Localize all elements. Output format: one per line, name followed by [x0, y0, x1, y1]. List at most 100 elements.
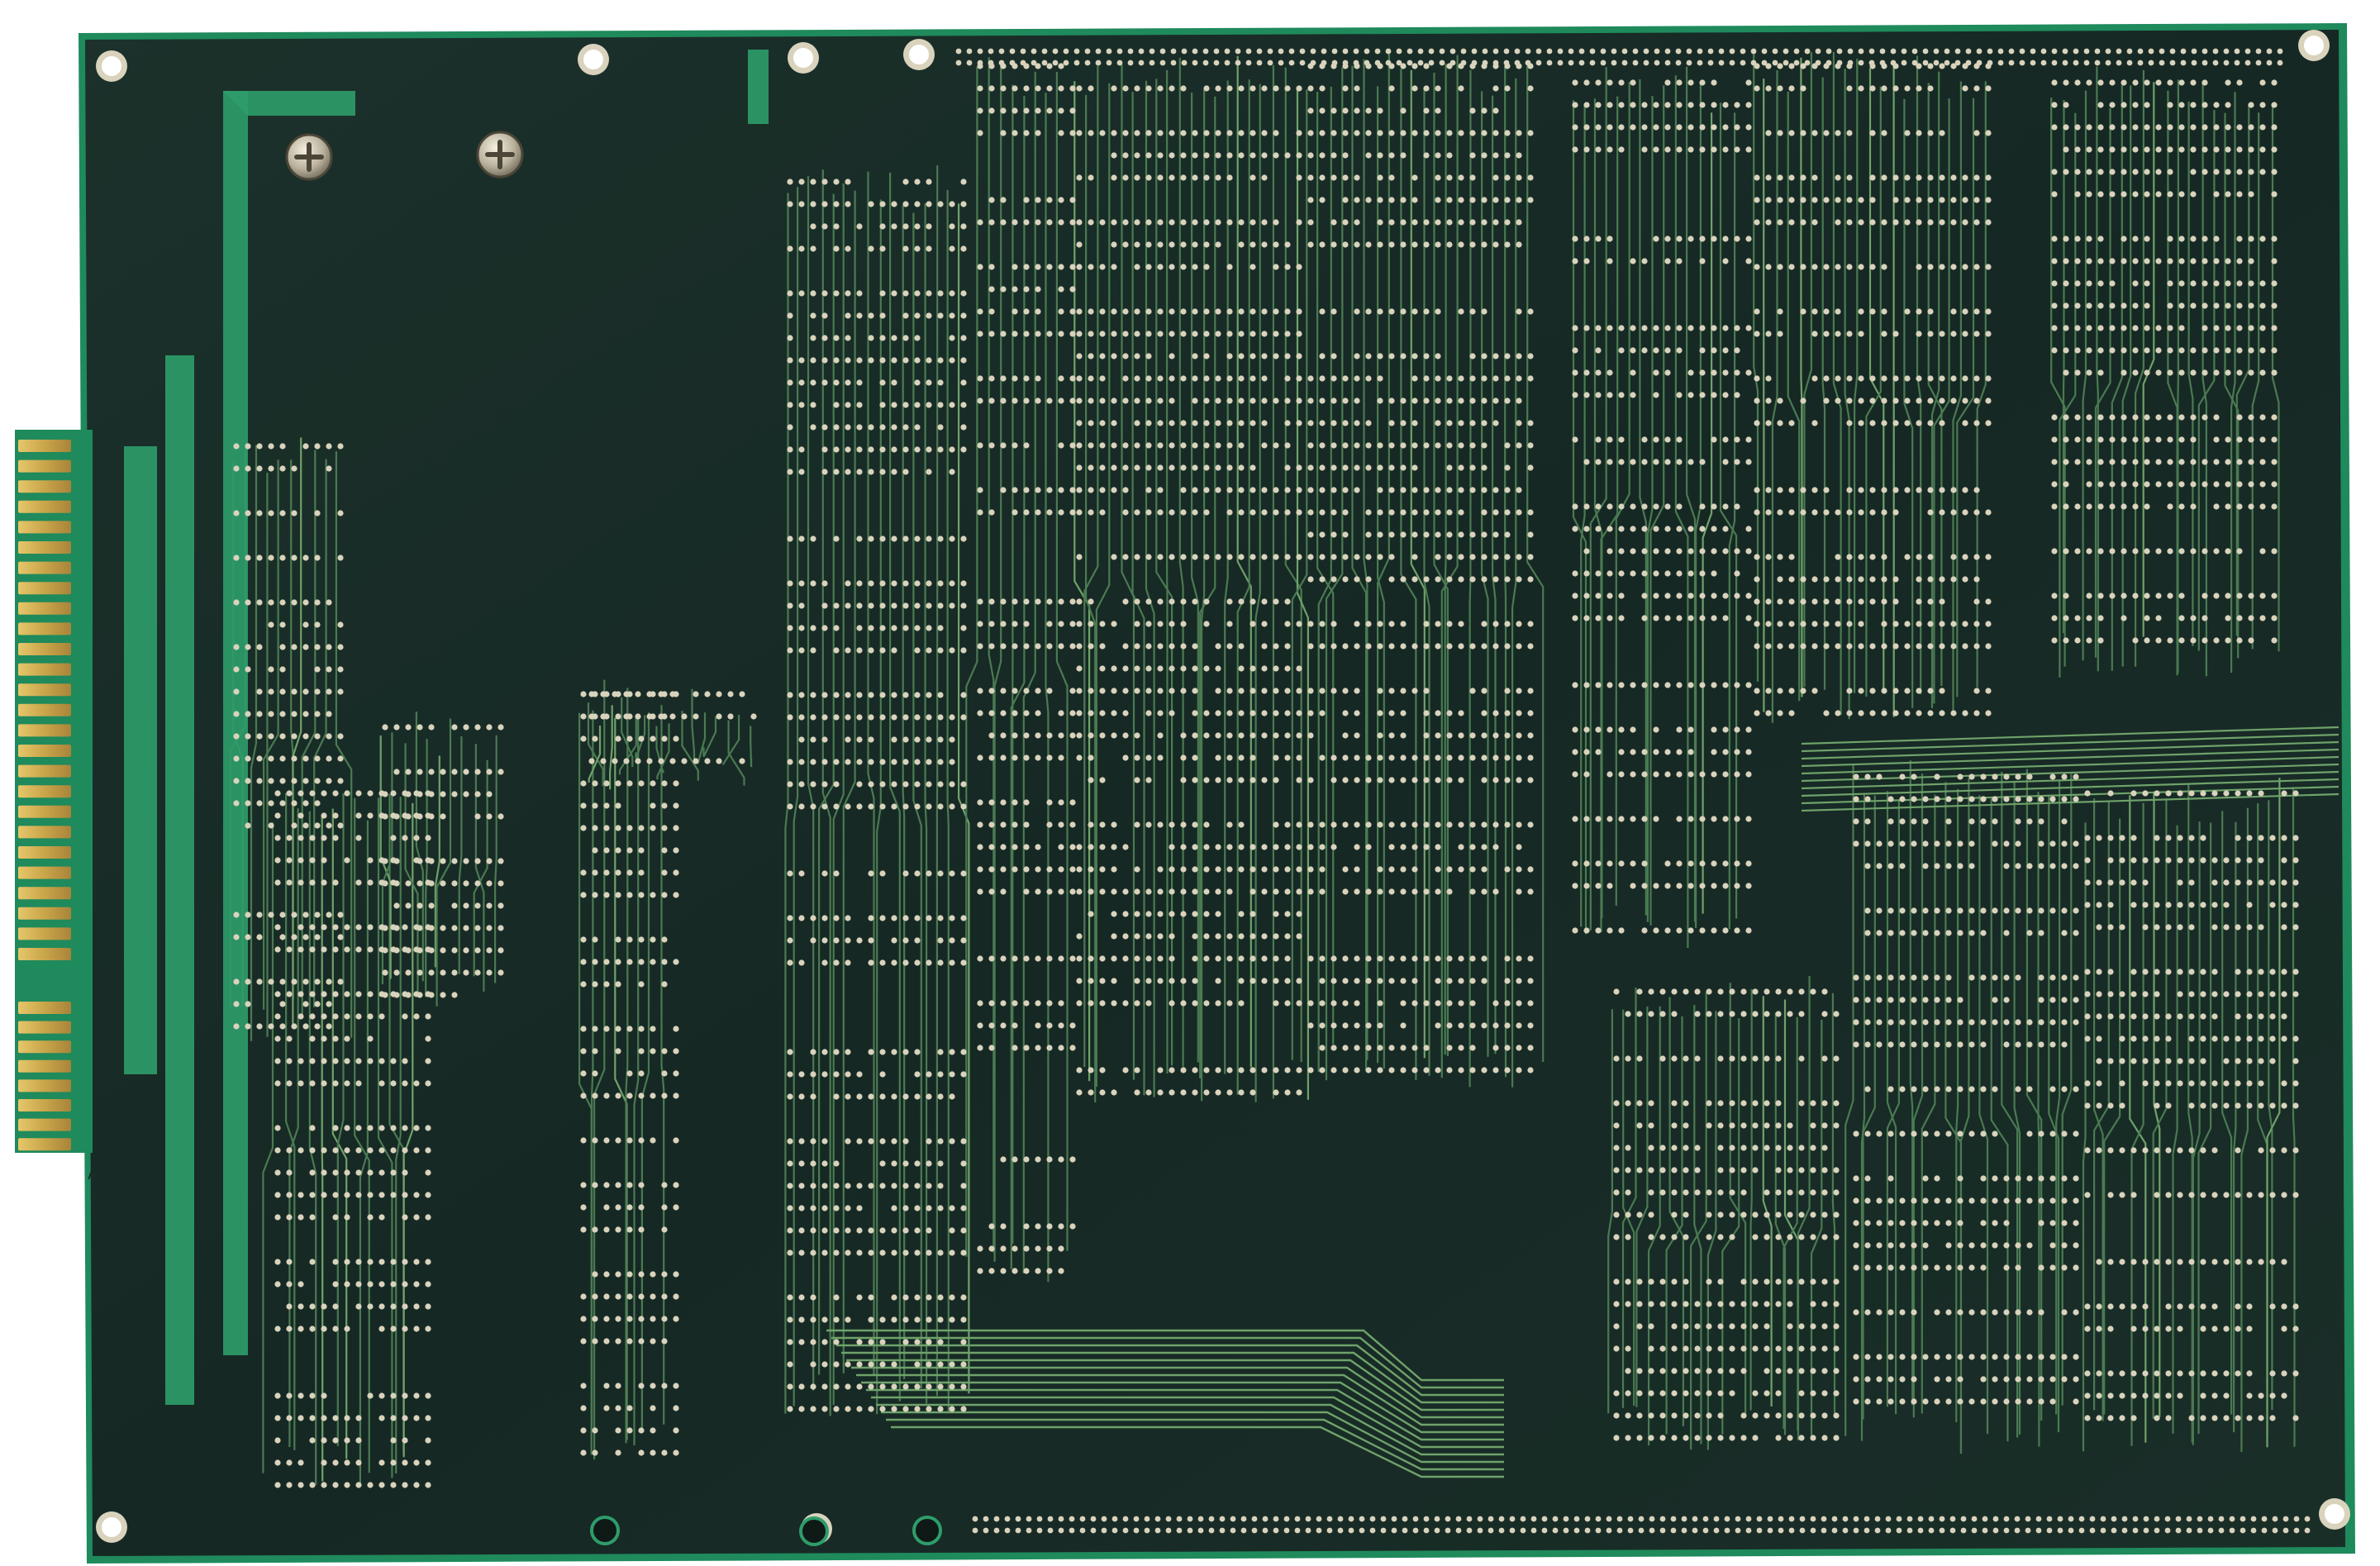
trace: [1045, 93, 1050, 1283]
solder-pad: [1157, 821, 1164, 828]
solder-pad: [673, 735, 679, 742]
solder-pad: [1423, 754, 1430, 761]
solder-pad: [1192, 308, 1198, 315]
solder-pad: [914, 870, 921, 877]
solder-pad: [1354, 643, 1360, 650]
solder-pad: [1516, 353, 1522, 359]
solder-pad: [2236, 124, 2243, 131]
solder-pad: [1492, 241, 1499, 248]
solder-pad: [1699, 258, 1706, 264]
trace: [1706, 1011, 1717, 1450]
solder-pad: [1630, 347, 1636, 354]
solder-pad: [298, 1214, 304, 1221]
solder-pad: [2063, 503, 2069, 510]
solder-pad: [1169, 331, 1175, 337]
solder-pad: [1296, 375, 1302, 382]
solder-pad: [1069, 85, 1076, 92]
solder-pad: [2097, 414, 2104, 421]
solder-pad: [1618, 771, 1625, 778]
solder-pad: [810, 736, 816, 743]
solder-pad: [1330, 643, 1337, 650]
solder-pad: [1088, 174, 1094, 181]
solder-pad: [1261, 732, 1268, 739]
solder-pad: [603, 1316, 610, 1322]
solder-pad: [914, 714, 921, 721]
solder-pad: [298, 1392, 304, 1399]
solder-pad: [1864, 818, 1871, 825]
solder-pad: [1625, 1368, 1631, 1374]
solder-pad: [1134, 665, 1140, 672]
solder-pad: [1752, 1278, 1759, 1285]
solder-pad: [1226, 933, 1233, 940]
solder-pad: [1099, 888, 1106, 895]
solder-pad: [1035, 732, 1041, 739]
solder-pad: [1273, 888, 1279, 895]
solder-pad: [1985, 375, 1992, 382]
solder-pad: [891, 625, 897, 631]
solder-pad: [1307, 487, 1314, 493]
solder-pad: [2074, 258, 2081, 264]
solder-pad: [1446, 174, 1453, 181]
solder-pad: [1238, 978, 1245, 984]
trace: [2172, 825, 2178, 1434]
solder-pad: [2154, 790, 2160, 797]
solder-pad: [1458, 420, 1464, 426]
solder-pad: [1388, 844, 1395, 850]
solder-pad: [1481, 397, 1488, 404]
solder-pad: [1992, 997, 1998, 1003]
solder-pad: [2225, 436, 2231, 443]
trace: [946, 189, 950, 1412]
solder-pad: [2154, 835, 2160, 841]
solder-pad: [1400, 487, 1407, 493]
solder-pad: [673, 1048, 679, 1054]
solder-pad: [1699, 682, 1706, 688]
solder-pad: [2259, 236, 2266, 242]
solder-pad: [1423, 710, 1430, 716]
solder-pad: [2225, 102, 2231, 108]
solder-pad: [1342, 754, 1349, 761]
solder-pad: [2003, 840, 2010, 847]
solder-pad: [2144, 146, 2150, 153]
solder-pad: [2211, 991, 2218, 997]
solder-pad: [1810, 1323, 1816, 1330]
solder-pad: [1411, 308, 1418, 315]
solder-pad: [988, 1268, 995, 1274]
solder-pad: [1435, 531, 1441, 538]
solder-pad: [1980, 1220, 1987, 1226]
solder-pad: [891, 1093, 897, 1100]
solder-pad: [1934, 997, 1940, 1003]
solder-pad: [1734, 347, 1740, 354]
solder-pad: [1180, 464, 1187, 471]
solder-pad: [1853, 1220, 1859, 1226]
solder-pad: [1342, 420, 1349, 426]
solder-pad: [868, 1183, 874, 1189]
solder-pad: [1342, 130, 1349, 136]
solder-pad: [937, 1205, 944, 1211]
solder-pad: [1411, 576, 1418, 583]
solder-pad: [1023, 442, 1030, 449]
solder-pad: [1215, 331, 1221, 337]
solder-pad: [1722, 548, 1729, 555]
solder-pad: [1687, 79, 1694, 86]
solder-pad: [2015, 818, 2021, 825]
solder-pad: [1023, 130, 1030, 136]
solder-pad: [1527, 353, 1534, 359]
solder-pad: [1284, 754, 1291, 761]
solder-pad: [1892, 331, 1899, 337]
solder-pad: [1821, 1323, 1828, 1330]
solder-pad: [355, 1459, 362, 1466]
solder-pad: [1481, 710, 1488, 716]
solder-pad: [1687, 771, 1694, 778]
solder-pad: [1606, 726, 1613, 733]
solder-pad: [2269, 879, 2276, 886]
solder-pad: [1957, 907, 1963, 914]
solder-pad: [1192, 1067, 1198, 1073]
solder-pad: [2003, 1354, 2010, 1360]
solder-pad: [1869, 85, 1876, 92]
solder-pad: [1435, 643, 1441, 650]
solder-pad: [914, 201, 921, 207]
solder-pad: [926, 915, 932, 921]
solder-pad: [309, 1326, 316, 1332]
solder-pad: [603, 825, 610, 831]
solder-pad: [960, 1339, 967, 1345]
